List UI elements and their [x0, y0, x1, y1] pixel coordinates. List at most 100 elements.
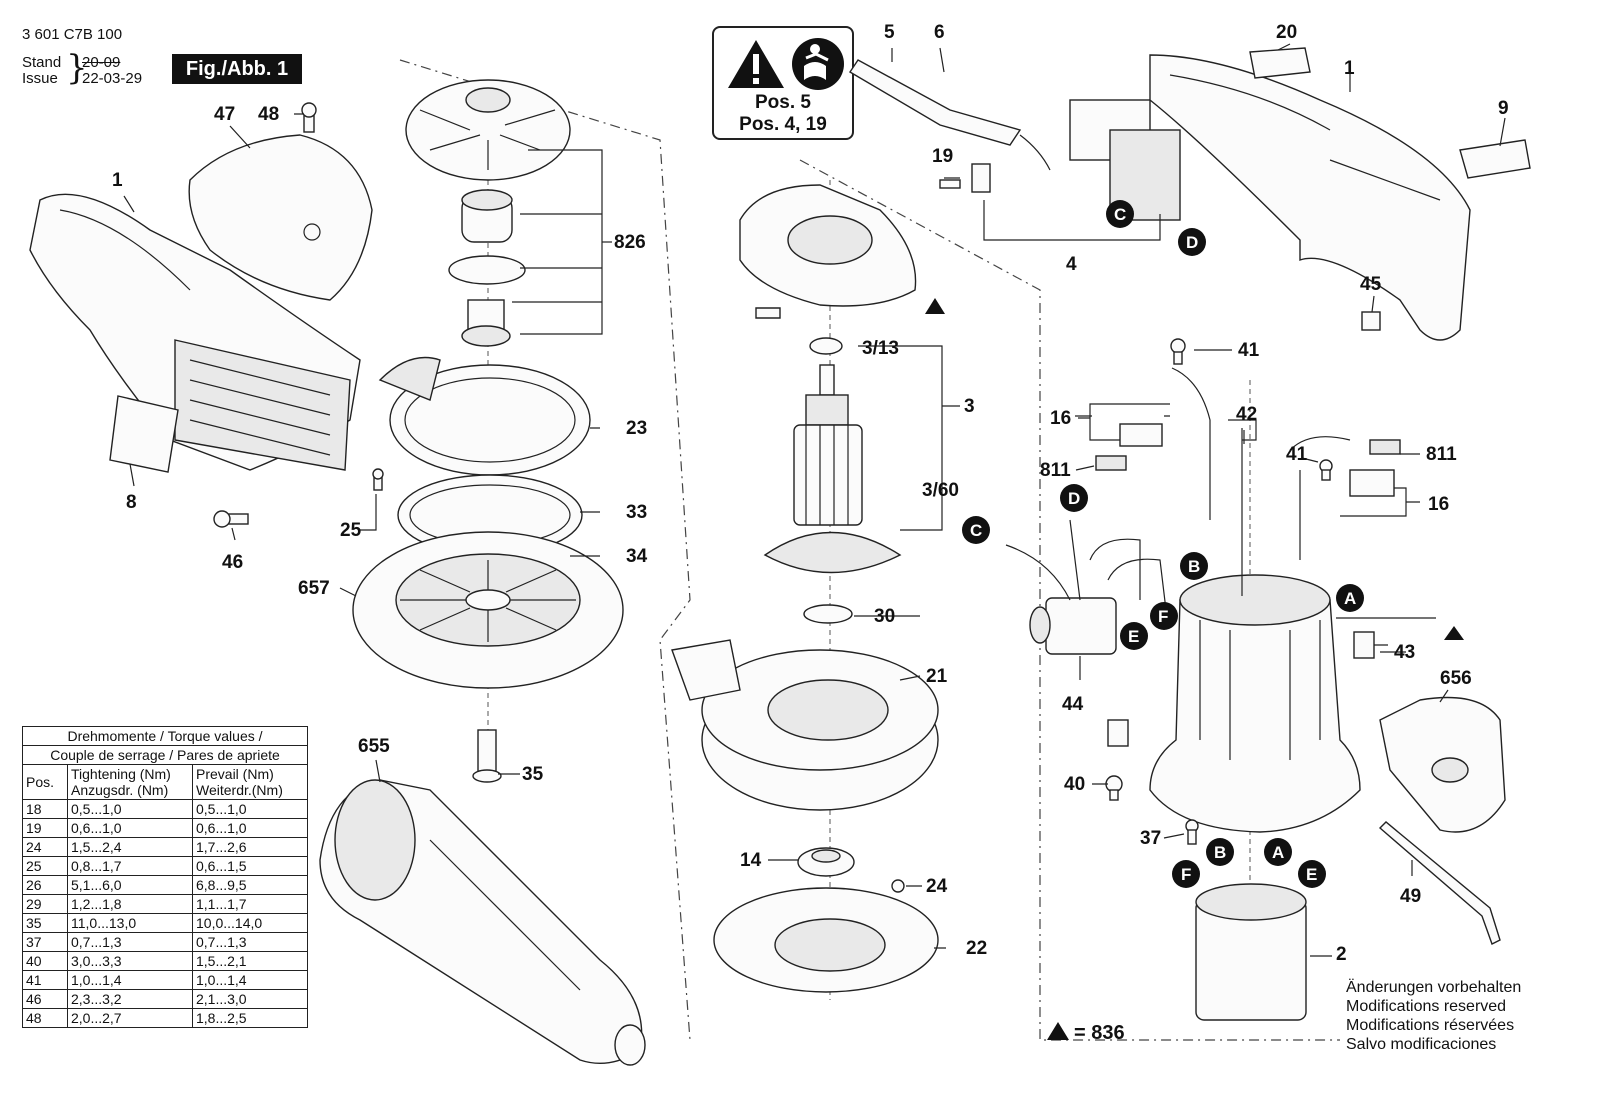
part-brush-holder-left	[1095, 423, 1163, 471]
callout-23: 23	[626, 418, 647, 439]
svg-text:D: D	[1068, 489, 1080, 508]
part-screw-46	[213, 510, 249, 528]
modifications-note: Änderungen vorbehalten Modifications res…	[1346, 978, 1521, 1054]
torque-cell-prev: 1,0...1,4	[192, 970, 308, 990]
part-fan	[405, 79, 571, 181]
part-cord-clamp-19	[939, 163, 991, 193]
torque-cell-tight: 11,0...13,0	[67, 913, 193, 933]
part-screw-40	[1105, 775, 1123, 801]
torque-cell-pos: 24	[22, 837, 68, 857]
part-rear-cap	[1379, 696, 1506, 833]
torque-cell-pos: 19	[22, 818, 68, 838]
warning-icons	[728, 38, 844, 90]
svg-text:A: A	[1272, 843, 1284, 862]
callout-45: 45	[1360, 274, 1382, 295]
torque-header-pos: Pos.	[22, 764, 68, 800]
part-shroud-ring	[378, 356, 591, 476]
torque-cell-pos: 26	[22, 875, 68, 895]
brush-wire-right	[1289, 436, 1351, 560]
part-hex-key	[1378, 821, 1501, 945]
callout-657: 657	[298, 578, 330, 599]
callout-3: 3	[964, 396, 975, 417]
note-line: Modifications reserved	[1346, 998, 1507, 1015]
torque-cell-prev: 1,8...2,5	[192, 1008, 308, 1028]
part-symbol-box-43	[1353, 631, 1375, 659]
callout-22: 22	[966, 938, 987, 959]
bracket-826	[512, 149, 603, 335]
connector-e-stator: E	[1298, 860, 1326, 888]
callout-14: 14	[740, 850, 762, 871]
torque-cell-prev: 0,6...1,5	[192, 856, 308, 876]
warning-line-1: Pos. 5	[755, 92, 811, 113]
part-screw-25	[372, 468, 384, 491]
assembly-line-left	[399, 59, 691, 1041]
callout-46: 46	[222, 552, 243, 573]
callout-826: 826	[614, 232, 646, 253]
svg-text:D: D	[1186, 233, 1198, 252]
torque-cell-pos: 18	[22, 799, 68, 819]
torque-cell-pos: 46	[22, 989, 68, 1009]
callout-25: 25	[340, 520, 362, 541]
callout-8: 8	[126, 492, 137, 513]
brush-wire-left	[1171, 367, 1211, 520]
part-number: 3 601 C7B 100	[22, 26, 123, 43]
part-screw-35	[472, 729, 502, 783]
connector-b-stator: B	[1206, 838, 1234, 866]
callout-5: 5	[884, 22, 895, 43]
part-armature	[763, 364, 902, 574]
callout-16-right: 16	[1428, 494, 1449, 515]
torque-title-1: Drehmomente / Torque values /	[22, 726, 308, 746]
callout-41-right: 41	[1286, 444, 1308, 465]
part-clip-45	[1361, 311, 1381, 331]
callout-21: 21	[926, 666, 948, 687]
brace-symbol: }	[66, 48, 88, 88]
torque-cell-prev: 0,5...1,0	[192, 799, 308, 819]
torque-cell-pos: 29	[22, 894, 68, 914]
part-stator	[1195, 883, 1307, 1021]
torque-cell-prev: 0,7...1,3	[192, 932, 308, 952]
torque-cell-tight: 1,0...1,4	[67, 970, 193, 990]
callout-24: 24	[926, 876, 948, 897]
torque-cell-tight: 5,1...6,0	[67, 875, 193, 895]
callout-33: 33	[626, 502, 647, 523]
stand-date: 20-09	[82, 54, 121, 71]
callout-30: 30	[874, 606, 895, 627]
callout-6: 6	[934, 22, 945, 43]
torque-cell-pos: 41	[22, 970, 68, 990]
torque-header-tightening: Tightening (Nm)Anzugsdr. (Nm)	[67, 764, 193, 800]
part-sanding-pad	[352, 531, 624, 689]
part-screw-41-top	[1170, 338, 1186, 365]
torque-cell-tight: 3,0...3,3	[67, 951, 193, 971]
warning-triangle-icon	[728, 40, 784, 88]
connector-d-wire: D	[1060, 484, 1088, 512]
torque-cell-pos: 25	[22, 856, 68, 876]
svg-text:C: C	[1114, 205, 1126, 224]
issue-date: 22-03-29	[82, 70, 143, 87]
connector-e-wire: E	[1120, 622, 1148, 650]
part-gear-housing	[671, 639, 939, 811]
svg-text:F: F	[1181, 865, 1191, 884]
callout-43: 43	[1394, 642, 1415, 663]
callout-9: 9	[1498, 98, 1509, 119]
callout-37: 37	[1140, 828, 1161, 849]
part-label-9	[1459, 139, 1531, 179]
figure-label: Fig./Abb. 1	[172, 54, 302, 84]
part-bearing-3-13	[809, 337, 843, 355]
callout-47: 47	[214, 104, 235, 125]
part-screw-48	[301, 102, 317, 133]
part-washer-plate	[448, 255, 526, 285]
torque-cell-prev: 6,8...9,5	[192, 875, 308, 895]
svg-text:F: F	[1158, 607, 1168, 626]
callout-34: 34	[626, 546, 648, 567]
svg-text:B: B	[1214, 843, 1226, 862]
svg-text:A: A	[1344, 589, 1356, 608]
callout-1-right: 1	[1344, 58, 1355, 79]
callout-16-left: 16	[1050, 408, 1071, 429]
